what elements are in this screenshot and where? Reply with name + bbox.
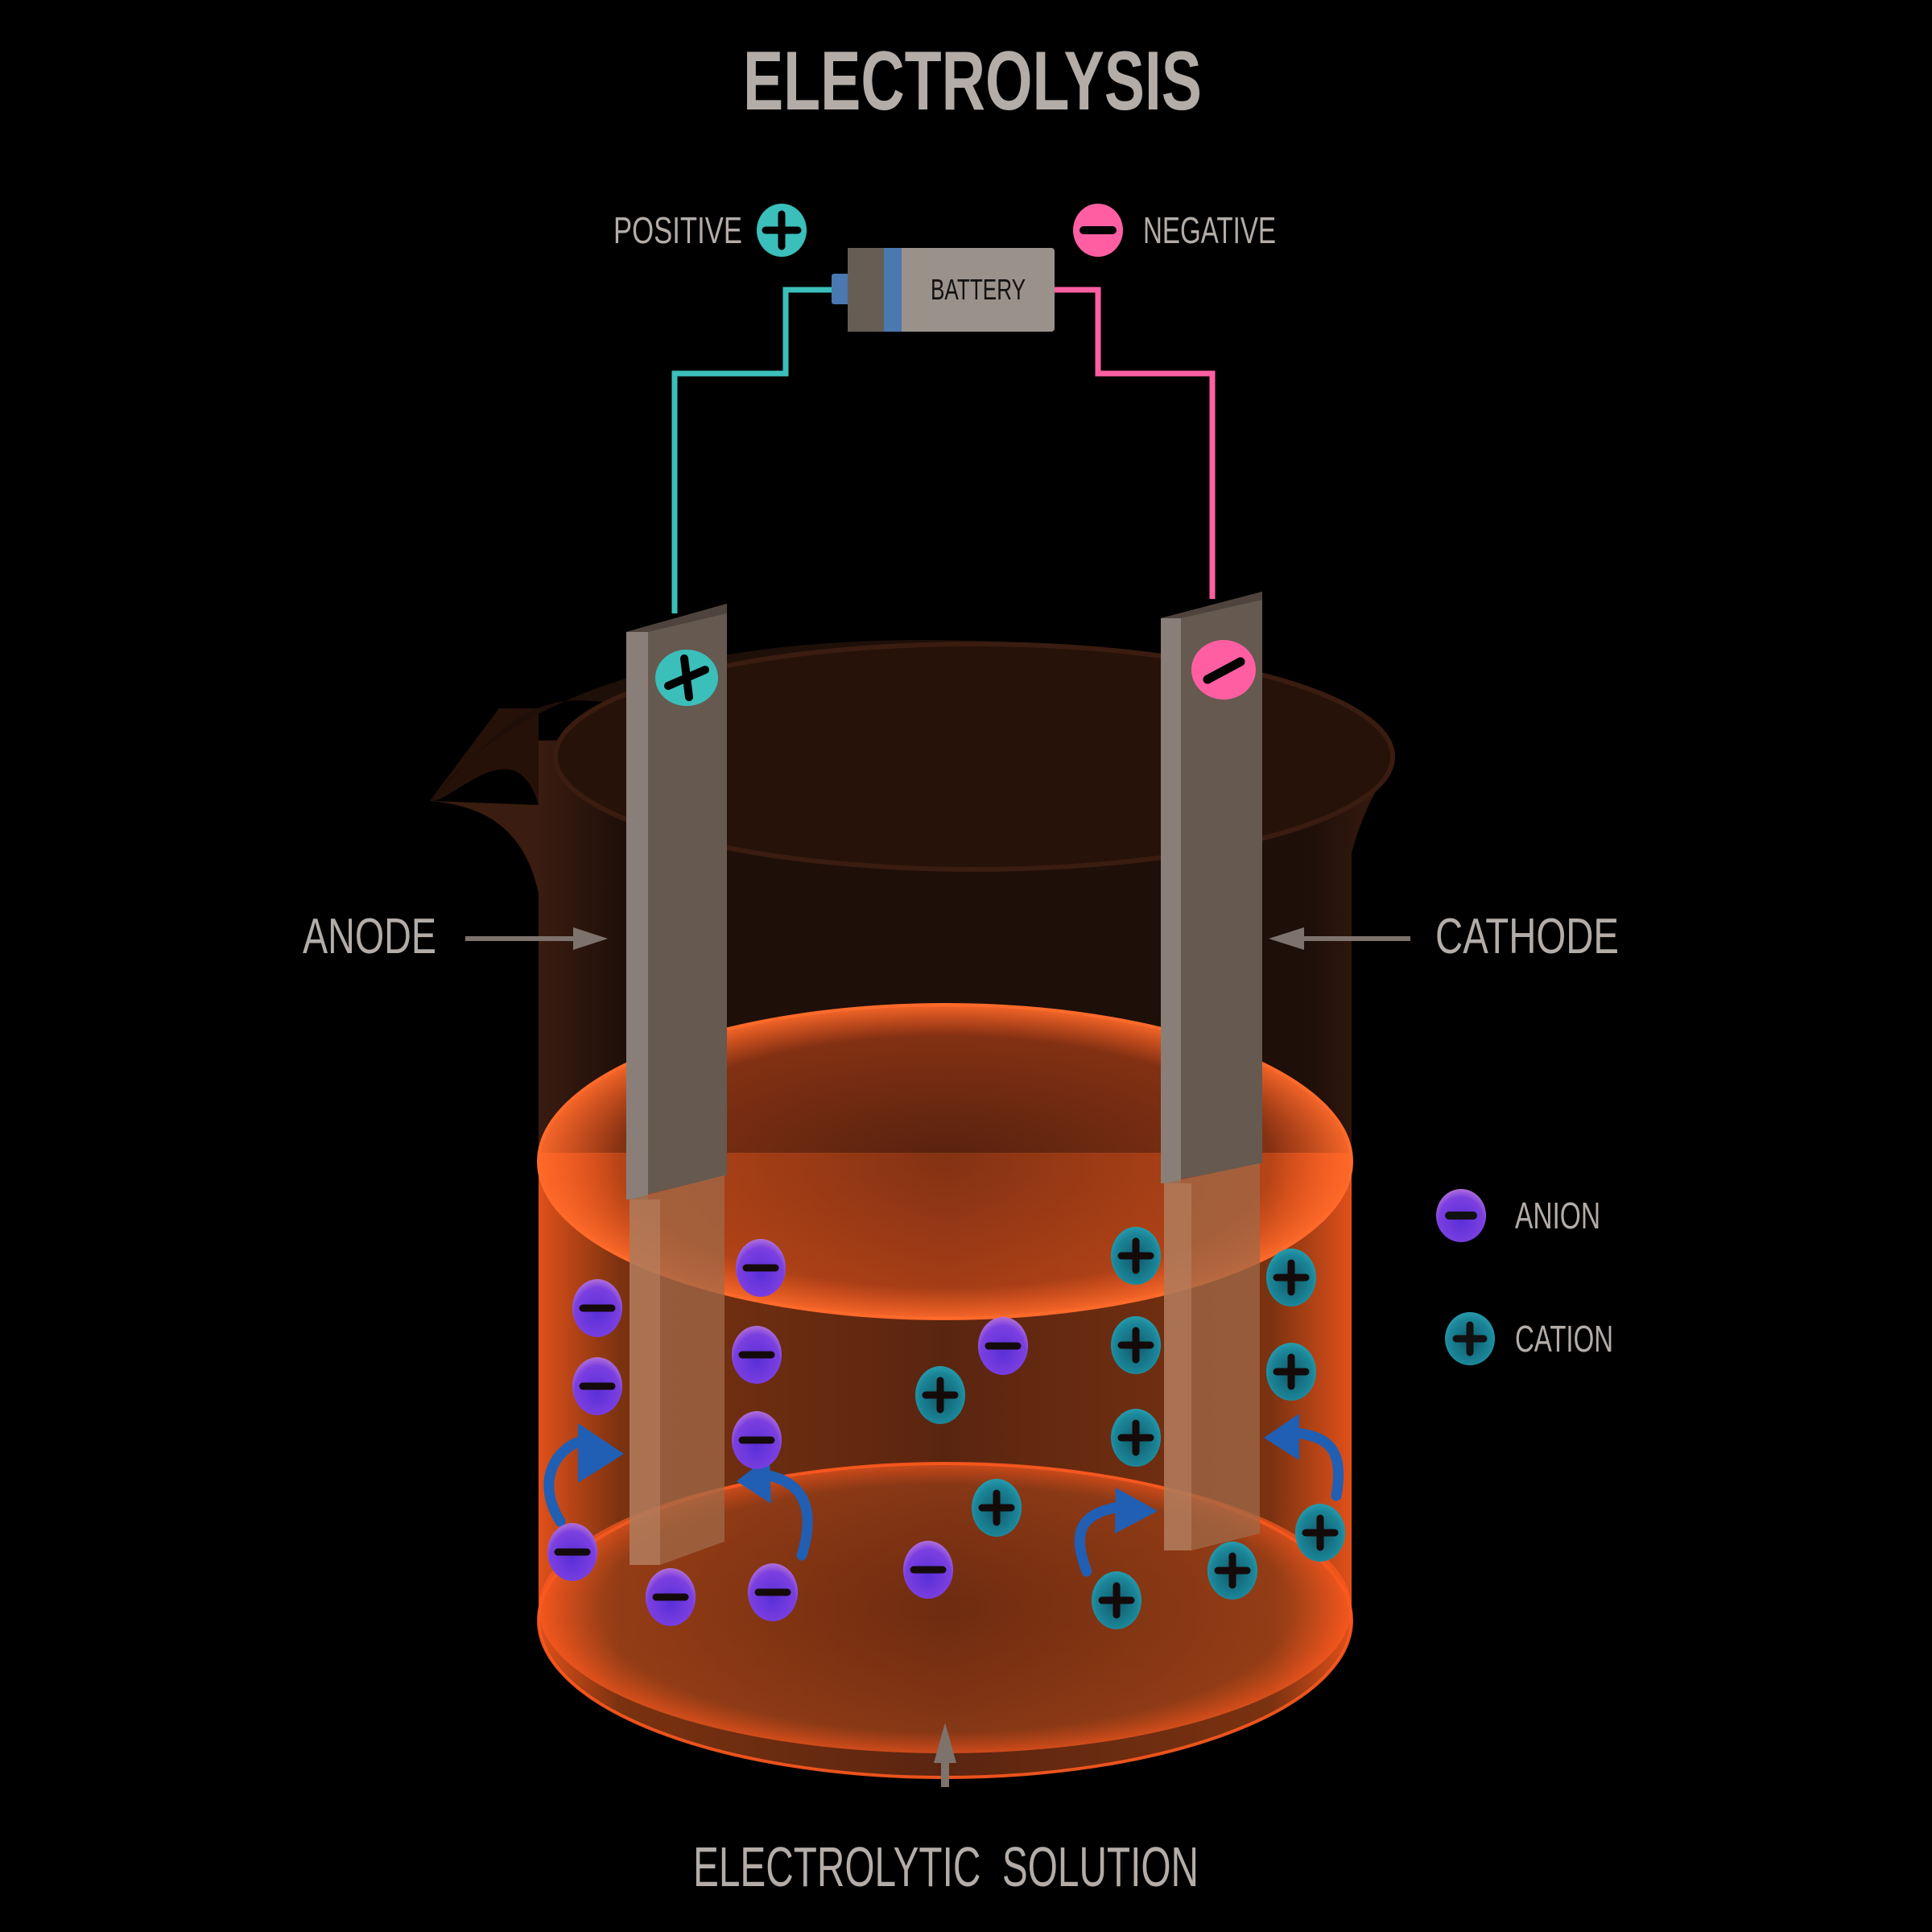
curved-arrow	[759, 1469, 813, 1561]
cation-icon	[1266, 1343, 1316, 1401]
anode-label: ANODE	[303, 909, 436, 964]
negative-label: NEGATIVE	[1143, 209, 1276, 251]
anion-icon	[572, 1279, 622, 1337]
cation-icon	[915, 1366, 965, 1424]
anion-icon	[547, 1523, 597, 1581]
anion-icon	[748, 1563, 798, 1621]
cation-icon	[1111, 1227, 1161, 1285]
anode-electrode	[626, 604, 727, 1565]
cation-icon	[972, 1479, 1022, 1537]
curved-arrow	[543, 1435, 587, 1527]
cathode-electrode	[1161, 592, 1262, 1550]
battery-cap	[848, 248, 884, 332]
solution-pointer-arrow	[934, 1723, 956, 1787]
battery-stripe	[884, 248, 902, 332]
cathode-label: CATHODE	[1435, 909, 1619, 964]
legend: ANION CATION	[1436, 1189, 1613, 1365]
cathode-minus-icon	[1191, 640, 1256, 700]
battery-terminal	[832, 274, 849, 304]
anion-icon	[572, 1357, 622, 1415]
positive-label: POSITIVE	[613, 209, 742, 251]
legend-cation-label: CATION	[1515, 1318, 1613, 1360]
movement-arrows	[543, 1427, 1344, 1577]
anion-icon	[732, 1411, 782, 1469]
cathode-pointer-arrow	[1269, 927, 1410, 950]
curved-arrow	[1290, 1427, 1344, 1501]
legend-cation-icon	[1445, 1312, 1495, 1365]
legend-anion-icon	[1436, 1189, 1486, 1242]
negative-wire	[1055, 287, 1216, 599]
cation-icon	[1111, 1316, 1161, 1374]
anode-pointer-arrow	[465, 927, 608, 950]
curved-arrow	[1074, 1501, 1125, 1577]
cation-icon	[1111, 1409, 1161, 1467]
anion-icon	[903, 1541, 953, 1599]
anion-icon	[736, 1239, 786, 1297]
battery: BATTERY	[671, 248, 1216, 613]
anion-icon	[978, 1317, 1028, 1375]
cation-icon	[1266, 1249, 1316, 1307]
minus-icon	[1073, 204, 1123, 257]
plus-icon	[757, 204, 807, 257]
anode-plus-icon	[655, 650, 718, 706]
anion-icon	[732, 1326, 782, 1384]
legend-anion-label: ANION	[1515, 1195, 1600, 1236]
anion-icon	[646, 1568, 696, 1626]
ions	[547, 1227, 1345, 1629]
cation-icon	[1092, 1571, 1141, 1629]
solution-label: ELECTROLYTIC SOLUTION	[693, 1835, 1199, 1898]
cation-icon	[1208, 1542, 1257, 1600]
cation-icon	[1295, 1504, 1345, 1562]
positive-wire	[671, 287, 836, 613]
battery-label: BATTERY	[931, 273, 1026, 306]
page-title: ELECTROLYSIS	[743, 35, 1202, 128]
